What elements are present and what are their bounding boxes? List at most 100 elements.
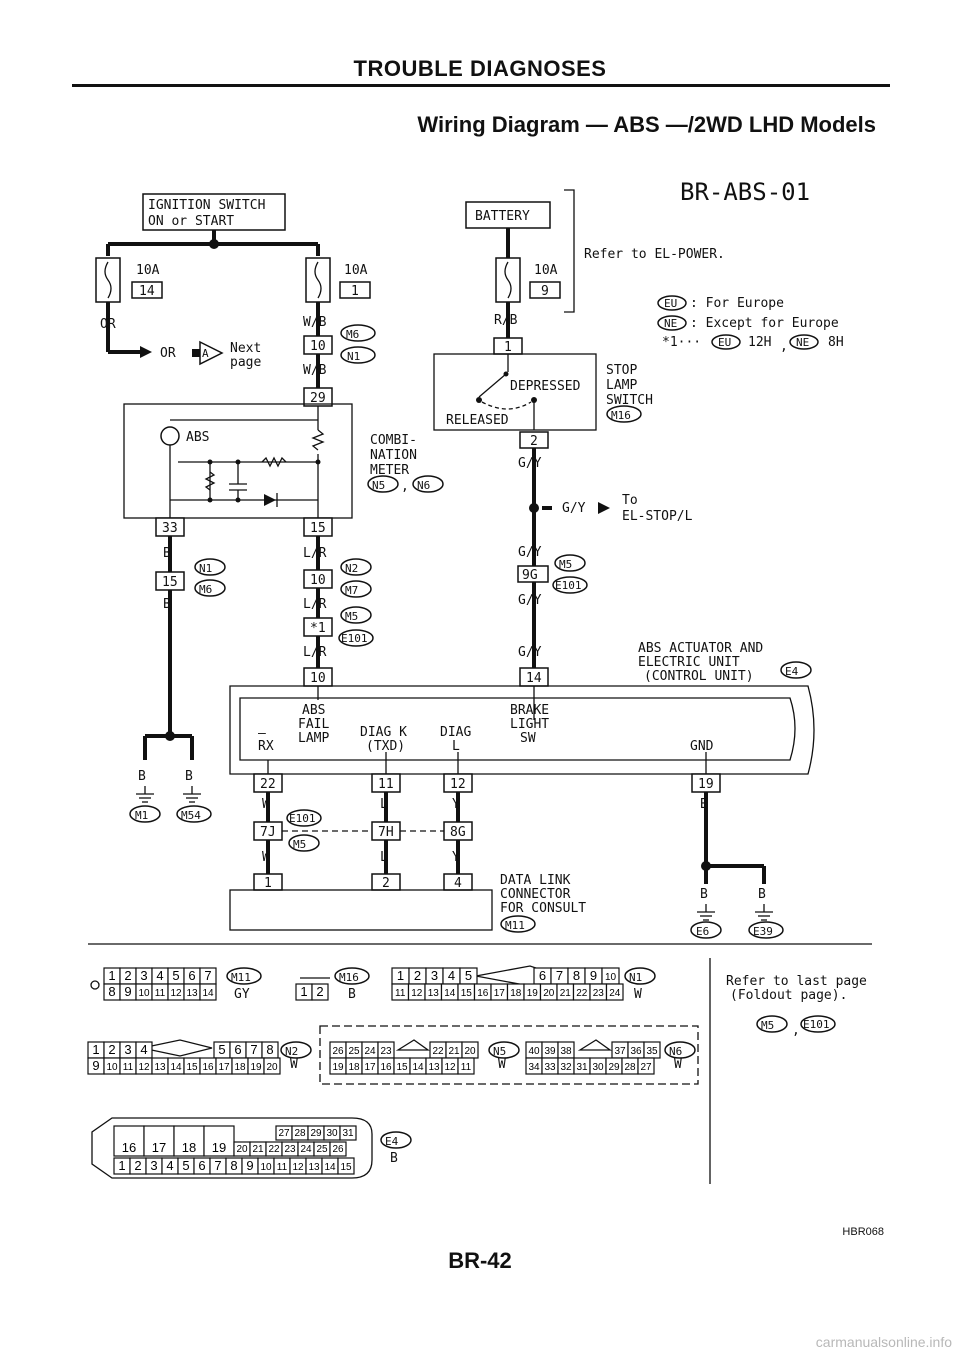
n6-cell-label: 39 — [544, 1046, 556, 1057]
dlc-label-3: FOR CONSULT — [500, 901, 586, 916]
wire-color-lr: L/R — [303, 546, 327, 561]
face-n2-badge-label: N2 — [285, 1045, 298, 1058]
pin-fail-1: ABS — [302, 703, 325, 718]
note-ne: 8H — [828, 335, 844, 350]
wire-color-l: L — [380, 797, 388, 812]
dlc-label-2: CONNECTOR — [500, 887, 571, 902]
note-ne-badge: NE — [796, 336, 809, 349]
connector-m5b — [554, 554, 586, 572]
connector-m54 — [176, 805, 212, 823]
n1-cell-label: 3 — [431, 968, 438, 983]
wire-color-b-7: B — [758, 887, 766, 902]
face-e4-badge-label: E4 — [385, 1135, 399, 1148]
n6-cell-label: 31 — [576, 1062, 588, 1073]
e4-cell-label: 2 — [134, 1158, 141, 1173]
note-eu-badge: EU — [718, 336, 731, 349]
n6-cell-label: 28 — [624, 1062, 636, 1073]
face-m11-badge-label: M11 — [231, 971, 251, 984]
n2-cell-label: 4 — [140, 1042, 147, 1057]
e4-cell-label: 31 — [342, 1128, 354, 1139]
face-n2-badge — [280, 1041, 312, 1059]
dashed-group — [319, 1025, 699, 1085]
n5-cell-label: 22 — [432, 1046, 444, 1057]
note-prefix: *1··· — [662, 335, 701, 350]
wire-color-b-5: B — [700, 797, 708, 812]
stop-lamp-switch-box — [433, 353, 597, 431]
connector-m7 — [340, 580, 372, 598]
n1-cell-label: 20 — [543, 988, 555, 999]
wire-color-lr-3: L/R — [303, 645, 327, 660]
connector-m5d-label: M5 — [761, 1019, 774, 1032]
wire-color-wb-2: W/B — [303, 363, 327, 378]
n5-cell-label: 15 — [396, 1062, 408, 1073]
pin-33-label: 33 — [162, 521, 178, 536]
e4-cell-label: 11 — [277, 1162, 288, 1173]
connector-e101b — [552, 576, 588, 594]
e4-cell-label: 5 — [182, 1158, 189, 1173]
face-e4-color: B — [390, 1151, 398, 1166]
connector-e101 — [338, 629, 374, 647]
n1-cell — [605, 983, 624, 1001]
pin-rx: RX — [258, 739, 274, 754]
wire-color-rb: R/B — [494, 313, 518, 328]
n2-cell-label: 8 — [266, 1042, 273, 1057]
n5-cell-label: 13 — [428, 1062, 440, 1073]
n2-cell-label: 7 — [250, 1042, 257, 1057]
connector-face-views: M11 GY M16 B N1 W N2 W N5 W N6 W E4 B — [90, 965, 699, 1179]
combi-label-2: NATION — [370, 448, 417, 463]
m11-cell-label: 6 — [188, 968, 195, 983]
eu-badge — [657, 295, 687, 311]
to-stop-label-2: EL-STOP/L — [622, 509, 693, 524]
connector-e101d-label: E101 — [803, 1018, 830, 1031]
pin-brake-3: SW — [520, 731, 536, 746]
depressed-label: DEPRESSED — [510, 379, 581, 394]
note-eu: 12H — [748, 335, 771, 350]
e4-cell — [337, 1157, 355, 1175]
wire-color-w: W — [262, 797, 270, 812]
connector-m6b — [194, 579, 226, 597]
pin-11-label: 11 — [378, 777, 394, 792]
e4-cell-label: 14 — [324, 1162, 336, 1173]
e4-cell-label: 15 — [340, 1162, 352, 1173]
n1-cell-label: 9 — [590, 968, 597, 983]
connector-n5 — [367, 475, 399, 493]
n6-cell-label: 40 — [528, 1046, 540, 1057]
connector-n5-label: N5 — [372, 479, 385, 492]
wire-color-b-2: B — [163, 597, 171, 612]
e4-cell-label: 25 — [316, 1144, 328, 1155]
e4-cell-label: 20 — [236, 1144, 248, 1155]
fuse-9-number: 9 — [541, 284, 549, 299]
pin-22-label: 22 — [260, 777, 276, 792]
connector-n6-label: N6 — [417, 479, 430, 492]
comma: , — [792, 1023, 800, 1038]
ground-icon — [135, 785, 155, 803]
legend-eu-text: : For Europe — [690, 296, 784, 311]
n1-cell-label: 7 — [556, 968, 563, 983]
m11-cell-label: 14 — [202, 988, 214, 999]
comma: , — [401, 479, 409, 494]
m16-cell-label: 2 — [316, 984, 323, 999]
n1-cell-label: 18 — [510, 988, 522, 999]
n2-cell-label: 17 — [218, 1062, 230, 1073]
n2-cell-label: 2 — [108, 1042, 115, 1057]
n6-cell-label: 27 — [640, 1062, 652, 1073]
face-n5-badge-label: N5 — [493, 1045, 506, 1058]
n6-cell-label: 29 — [608, 1062, 620, 1073]
wire-color-b: B — [163, 546, 171, 561]
stop-lamp-label-2: LAMP — [606, 378, 637, 393]
splice — [209, 239, 219, 249]
e4-cell — [203, 1125, 235, 1157]
n6-cell-label: 36 — [630, 1046, 642, 1057]
n5-cell-label: 11 — [461, 1062, 472, 1073]
connector-m6b-label: M6 — [199, 583, 212, 596]
n1-cell-label: 2 — [414, 968, 421, 983]
face-m16-badge-label: M16 — [339, 971, 359, 984]
connector-n2-label: N2 — [345, 562, 358, 575]
pin-10b-label: 10 — [310, 573, 326, 588]
n5-cell-label: 14 — [412, 1062, 424, 1073]
e4-cell — [173, 1125, 205, 1157]
ne-badge-label: NE — [664, 317, 677, 330]
connector-m11-label: M11 — [505, 919, 525, 932]
n1-cell-label: 17 — [494, 988, 506, 999]
e4-cell-label: 12 — [292, 1162, 304, 1173]
